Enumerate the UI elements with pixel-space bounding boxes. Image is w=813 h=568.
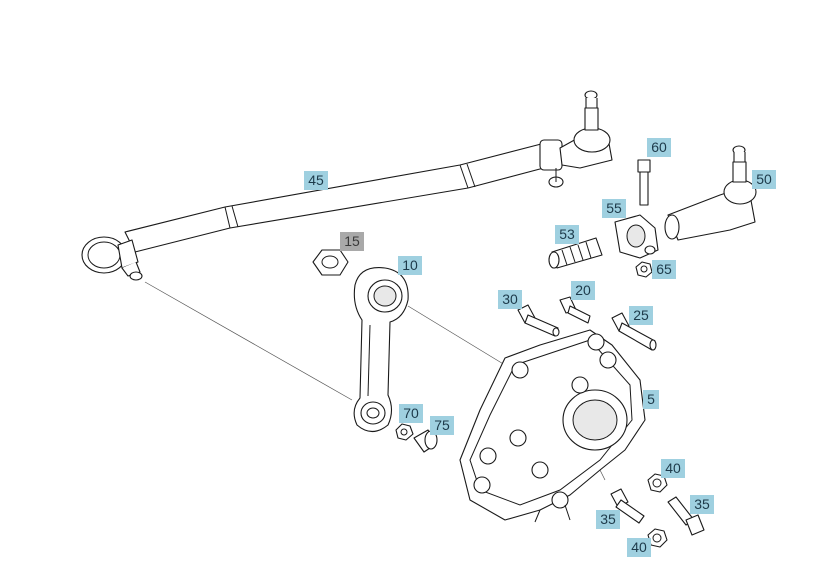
callout-50[interactable]: 50 bbox=[752, 170, 776, 189]
callout-20[interactable]: 20 bbox=[571, 281, 595, 300]
callout-40-upper[interactable]: 40 bbox=[661, 459, 685, 478]
leader-line-drag-link bbox=[144, 281, 353, 401]
bolt-35-right bbox=[667, 496, 705, 536]
tie-rod-45 bbox=[81, 90, 613, 281]
callout-35-right[interactable]: 35 bbox=[690, 495, 714, 514]
callout-53[interactable]: 53 bbox=[555, 225, 579, 244]
bolt-60 bbox=[637, 159, 651, 206]
bolt-30 bbox=[517, 304, 560, 337]
callout-55[interactable]: 55 bbox=[602, 199, 626, 218]
callout-10[interactable]: 10 bbox=[398, 256, 422, 275]
nut-15 bbox=[312, 249, 349, 276]
pitman-arm-10 bbox=[353, 267, 409, 433]
clamp-55 bbox=[614, 214, 659, 259]
cap-75 bbox=[413, 429, 438, 453]
leader-line-pitman-arm bbox=[407, 305, 506, 366]
nut-40-upper bbox=[647, 473, 668, 493]
callout-15[interactable]: 15 bbox=[340, 232, 364, 251]
callout-70[interactable]: 70 bbox=[399, 404, 423, 423]
nut-40-lower bbox=[647, 528, 668, 548]
callout-35-left[interactable]: 35 bbox=[596, 510, 620, 529]
nut-70 bbox=[395, 423, 414, 441]
callout-5[interactable]: 5 bbox=[643, 390, 659, 409]
threaded-sleeve-53 bbox=[548, 237, 603, 269]
bolt-35-left bbox=[610, 488, 645, 524]
callout-45[interactable]: 45 bbox=[304, 171, 328, 190]
callout-60[interactable]: 60 bbox=[647, 138, 671, 157]
bolt-20 bbox=[559, 296, 591, 324]
callout-25[interactable]: 25 bbox=[629, 306, 653, 325]
bracket-5 bbox=[459, 329, 646, 523]
callout-65[interactable]: 65 bbox=[652, 260, 676, 279]
nut-65 bbox=[635, 261, 653, 278]
tie-rod-end-50 bbox=[664, 145, 757, 241]
callout-40-lower[interactable]: 40 bbox=[627, 538, 651, 557]
callout-75[interactable]: 75 bbox=[430, 416, 454, 435]
callout-30[interactable]: 30 bbox=[498, 290, 522, 309]
bolt-25 bbox=[611, 312, 657, 351]
